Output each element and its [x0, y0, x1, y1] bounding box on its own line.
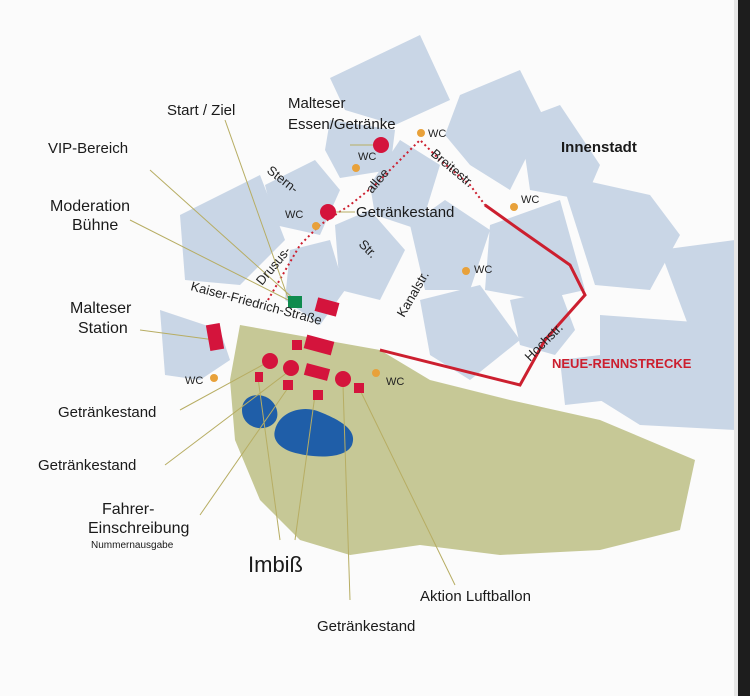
city-block — [445, 70, 545, 190]
small-stall — [313, 390, 323, 400]
wc-dots — [210, 129, 518, 382]
wc-label: WC — [386, 376, 404, 388]
city-block — [485, 200, 585, 300]
label-neue-rennstrecke: NEUE-RENNSTRECKE — [552, 356, 692, 371]
start-ziel-marker — [288, 296, 302, 308]
edge-dark — [738, 0, 750, 696]
city-block — [560, 355, 610, 405]
city-block — [330, 35, 450, 125]
city-block — [325, 120, 395, 178]
malteser-station-tent — [205, 322, 225, 352]
wc-dot — [352, 164, 360, 172]
getraenkestand-mid-marker — [320, 204, 336, 220]
wc-dot — [417, 129, 425, 137]
wc-dot — [210, 374, 218, 382]
label-getraenke-mid: Getränkestand — [356, 204, 454, 221]
label-getraenke-left-1: Getränkestand — [58, 404, 156, 421]
city-block — [180, 175, 285, 285]
label-imbiss: Imbiß — [248, 552, 303, 577]
city-block — [660, 240, 735, 330]
race-route — [379, 203, 587, 387]
small-stall — [292, 340, 302, 350]
label-getraenke-bottom: Getränkestand — [317, 618, 415, 635]
label-malteser-station-2: Station — [78, 320, 128, 337]
label-start-ziel: Start / Ziel — [167, 102, 235, 119]
imbiss-stall — [303, 363, 331, 381]
label-malteser-station-1: Malteser — [70, 300, 132, 317]
wc-label: WC — [428, 128, 446, 140]
wc-dot — [462, 267, 470, 275]
city-block — [510, 290, 575, 355]
label-fahrer-2: Einschreibung — [88, 520, 189, 537]
label-malteser-essen-2: Essen/Getränke — [288, 116, 396, 133]
vip-tent — [314, 297, 340, 317]
wc-label: WC — [521, 194, 539, 206]
city-block — [560, 175, 680, 290]
wc-label: WC — [358, 151, 376, 163]
facilities — [205, 137, 389, 400]
aktion-luftballon-stall — [354, 383, 364, 393]
label-getraenke-left-2: Getränkestand — [38, 457, 136, 474]
wc-label: WC — [185, 375, 203, 387]
city-block — [420, 285, 520, 380]
label-malteser-essen-1: Malteser — [288, 95, 346, 112]
ponds — [242, 395, 354, 457]
wc-dot — [312, 222, 320, 230]
wc-dot — [510, 203, 518, 211]
label-aktion: Aktion Luftballon — [420, 588, 531, 605]
label-moderation-1: Moderation — [50, 198, 130, 215]
pond-small — [242, 395, 278, 429]
city-block — [370, 140, 440, 230]
pond-large — [274, 409, 354, 457]
city-block — [335, 210, 405, 300]
wc-label: WC — [474, 264, 492, 276]
malteser-essen-marker — [373, 137, 389, 153]
dotted-route — [267, 138, 486, 301]
city-block — [600, 315, 735, 430]
getraenkestand-left-marker — [262, 353, 278, 369]
edge-light — [734, 0, 738, 696]
getraenkestand-left2-marker — [283, 360, 299, 376]
label-moderation-2: Bühne — [72, 217, 118, 234]
city-block — [520, 105, 600, 200]
label-fahrer-1: Fahrer- — [102, 501, 154, 518]
wc-label: WC — [285, 209, 303, 221]
city-block — [410, 200, 490, 290]
getraenkestand-bottom-marker — [335, 371, 351, 387]
label-vip: VIP-Bereich — [48, 140, 128, 157]
small-stall — [255, 372, 263, 382]
label-innenstadt: Innenstadt — [561, 139, 637, 156]
wc-dot — [372, 369, 380, 377]
small-stall — [283, 380, 293, 390]
label-fahrer-3: Nummernausgabe — [91, 540, 174, 551]
stage — [303, 334, 335, 356]
